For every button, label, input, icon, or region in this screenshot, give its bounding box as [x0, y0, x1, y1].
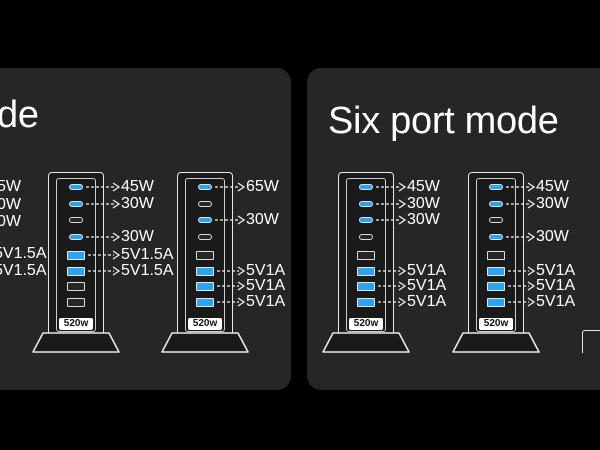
arrow-head: [237, 182, 246, 192]
usb-c-port: [198, 184, 212, 190]
usb-a-port: [67, 250, 85, 260]
port-output-label: 30W: [121, 195, 154, 212]
usb-a-port: [357, 266, 375, 276]
wattage-badge: 520w: [59, 318, 93, 330]
usb-a-port: [67, 266, 85, 276]
usb-a-port: [357, 250, 375, 260]
port-output-label: 65W: [246, 178, 279, 195]
arrow-head: [527, 232, 536, 242]
arrow-head: [112, 182, 121, 192]
wattage-badge: 520w: [349, 318, 383, 330]
charger-port-panel: [476, 178, 516, 332]
port-output-label: 5V1A: [407, 277, 447, 294]
wattage-badge: 520w: [188, 318, 222, 330]
port-output-label: 45W: [407, 178, 440, 195]
usb-a-port: [196, 297, 214, 307]
charger-stand: [452, 332, 540, 353]
usb-c-port: [198, 234, 212, 240]
usb-c-port: [489, 201, 503, 207]
usb-c-port: [489, 184, 503, 190]
usb-c-port: [69, 217, 83, 223]
cut-label: 5V1.5A: [0, 245, 47, 262]
arrow-head: [398, 215, 407, 225]
arrow-head: [527, 199, 536, 209]
arrow-head: [527, 297, 536, 307]
cut-label: 5V1.5A: [0, 262, 47, 279]
panel-title-six-port: Six port mode: [328, 100, 559, 142]
port-output-label: 30W: [121, 228, 154, 245]
usb-c-port: [69, 234, 83, 240]
arrow-head: [398, 297, 407, 307]
arrow-head: [112, 199, 121, 209]
usb-c-port: [359, 184, 373, 190]
port-output-label: 5V1A: [407, 262, 447, 279]
usb-a-port: [67, 297, 85, 307]
port-output-label: 30W: [407, 195, 440, 212]
port-output-label: 5V1A: [536, 277, 576, 294]
usb-c-port: [69, 184, 83, 190]
usb-c-port: [489, 234, 503, 240]
usb-a-port: [357, 281, 375, 291]
charger-stand: [161, 332, 249, 353]
port-output-label: 5V1A: [407, 293, 447, 310]
port-output-label: 30W: [407, 211, 440, 228]
charger-port-panel: [185, 178, 225, 332]
port-output-label: 5V1A: [246, 262, 286, 279]
usb-a-port: [196, 266, 214, 276]
charger-stand: [322, 332, 410, 353]
arrow-head: [237, 281, 246, 291]
arrow-head: [112, 250, 121, 260]
usb-c-port: [359, 201, 373, 207]
usb-a-port: [357, 297, 375, 307]
port-output-label: 30W: [246, 211, 279, 228]
arrow-head: [527, 182, 536, 192]
usb-a-port: [487, 281, 505, 291]
port-output-label: 5V1.5A: [121, 262, 174, 279]
arrow-head: [398, 199, 407, 209]
usb-a-port: [487, 297, 505, 307]
port-output-label: 5V1A: [246, 277, 286, 294]
arrow-head: [237, 215, 246, 225]
charger-port-panel: [346, 178, 386, 332]
port-output-label: 45W: [536, 178, 569, 195]
port-output-label: 5V1A: [536, 262, 576, 279]
usb-c-port: [359, 217, 373, 223]
arrow-head: [527, 266, 536, 276]
usb-a-port: [196, 250, 214, 260]
usb-c-port: [489, 217, 503, 223]
port-output-label: 30W: [536, 195, 569, 212]
arrow-head: [112, 232, 121, 242]
arrow-head: [398, 182, 407, 192]
cut-label: 5W: [0, 178, 21, 195]
usb-c-port: [198, 217, 212, 223]
arrow-head: [112, 266, 121, 276]
arrow-head: [398, 281, 407, 291]
cut-label: 0W: [0, 213, 21, 230]
panel-title-left: de: [0, 94, 39, 136]
arrow-head: [398, 266, 407, 276]
usb-c-port: [198, 201, 212, 207]
port-output-label: 5V1.5A: [121, 246, 174, 263]
wattage-badge: 520w: [479, 318, 513, 330]
cut-label: 0W: [0, 196, 21, 213]
arrow-head: [237, 297, 246, 307]
usb-a-port: [67, 281, 85, 291]
charger-stand: [32, 332, 120, 353]
charger-partial-edge: [582, 330, 600, 353]
usb-a-port: [487, 266, 505, 276]
port-output-label: 45W: [121, 178, 154, 195]
usb-c-port: [69, 201, 83, 207]
usb-a-port: [196, 281, 214, 291]
arrow-head: [237, 266, 246, 276]
port-output-label: 5V1A: [246, 293, 286, 310]
port-output-label: 30W: [536, 228, 569, 245]
usb-a-port: [487, 250, 505, 260]
arrow-head: [527, 281, 536, 291]
port-output-label: 5V1A: [536, 293, 576, 310]
usb-c-port: [359, 234, 373, 240]
